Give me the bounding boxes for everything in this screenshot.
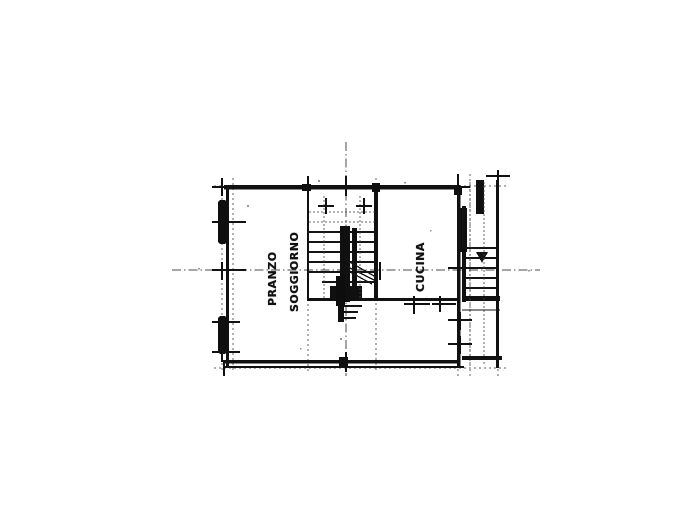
wall-tick-marks bbox=[212, 170, 510, 376]
room-label-pranzo: PRANZO bbox=[266, 251, 279, 306]
stair-stringer bbox=[340, 226, 350, 302]
opening-left-window-lower bbox=[218, 316, 227, 354]
interior-partitions bbox=[307, 189, 458, 301]
side-stair-guides bbox=[469, 182, 485, 366]
shaft-left-pier bbox=[460, 208, 467, 252]
wall-bottom-inner bbox=[224, 366, 464, 368]
understair-hatch bbox=[338, 300, 362, 322]
scan-speckles bbox=[198, 180, 530, 350]
shaft-top-pier bbox=[476, 180, 484, 214]
side-stair-arrow-icon bbox=[476, 252, 488, 263]
wall-right bbox=[457, 185, 461, 368]
side-stair-treads bbox=[466, 247, 498, 289]
shaft-wall-inner bbox=[462, 206, 466, 302]
wall-left bbox=[226, 185, 229, 366]
side-stair-shaft bbox=[460, 180, 502, 368]
room-label-cucina: CUCINA bbox=[414, 242, 427, 292]
opening-bottom bbox=[339, 357, 348, 366]
stair-tick-marks bbox=[318, 198, 372, 214]
partition-vertical-center bbox=[374, 189, 378, 301]
stair-newel-post bbox=[336, 276, 345, 306]
room-label-soggiorno: SOGGIORNO bbox=[288, 231, 301, 312]
partition-horizontal-mid bbox=[308, 298, 458, 301]
shaft-wall-outer bbox=[496, 180, 499, 368]
side-stair-landing bbox=[462, 296, 500, 301]
stair-core bbox=[309, 196, 376, 306]
opening-top-pier bbox=[372, 183, 380, 192]
partition-stair-left bbox=[307, 196, 309, 301]
stair-stringer-secondary bbox=[352, 228, 357, 288]
wall-top bbox=[224, 185, 460, 190]
opening-top-door bbox=[302, 184, 311, 191]
stair-landing-block bbox=[330, 286, 362, 300]
shaft-bottom-bar bbox=[462, 356, 502, 360]
stair-guide-grid bbox=[309, 196, 376, 300]
